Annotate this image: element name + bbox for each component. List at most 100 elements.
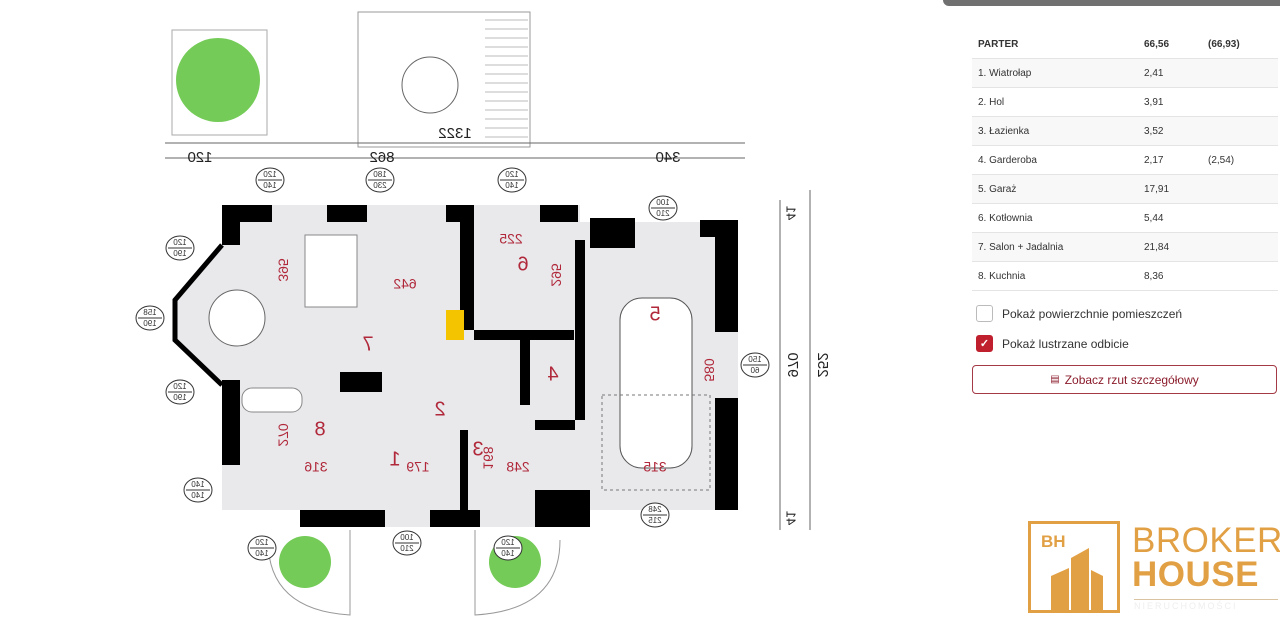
opening-height: 215	[648, 516, 662, 525]
dimension-label: 248	[506, 459, 530, 475]
logo-mark-text: BH	[1041, 532, 1066, 551]
wall	[446, 205, 460, 222]
room-number: 2	[434, 398, 445, 420]
room-area: 3,91	[1138, 87, 1202, 117]
logo-building-mark: BH	[1028, 521, 1120, 613]
opening-width: 100	[400, 533, 414, 542]
opening-width: 120	[505, 170, 519, 179]
steps-outline	[474, 530, 561, 616]
broker-house-logo: BH BROKER HOUSE NIERUCHOMOŚCI	[1026, 519, 1280, 619]
opening-width: 158	[143, 308, 157, 317]
dimension-label: 642	[393, 276, 417, 292]
logo-tagline: NIERUCHOMOŚCI	[1134, 599, 1278, 611]
room-number: 1	[389, 448, 400, 470]
opening-height: 140	[263, 181, 277, 190]
dimension-label: 340	[655, 149, 680, 166]
bush-icon	[279, 536, 331, 588]
wall	[300, 510, 385, 527]
room-area: 2,41	[1138, 58, 1202, 88]
dimension-label: 580	[701, 358, 717, 382]
wall	[327, 205, 367, 222]
room-name: 5. Garaż	[972, 174, 1138, 204]
opening-width: 100	[656, 198, 670, 207]
floor-area: 66,56	[1138, 30, 1202, 59]
checkbox-checked-icon[interactable]: ✓	[976, 335, 993, 352]
room-area-alt	[1202, 261, 1278, 291]
opening-width: 120	[501, 538, 515, 547]
wall	[535, 490, 590, 527]
sofa	[304, 234, 358, 308]
opening-height: 210	[400, 544, 414, 553]
car-icon	[619, 297, 693, 469]
floor-name: PARTER	[972, 30, 1138, 59]
panel-top-bar	[943, 0, 1280, 6]
show-mirror-checkbox[interactable]: ✓ Pokaż lustrzane odbicie	[976, 335, 1129, 352]
opening-width: 120	[173, 238, 187, 247]
room-number: 3	[472, 438, 483, 460]
dimension-label: 41	[784, 511, 799, 525]
room-area: 3,52	[1138, 116, 1202, 146]
terrace-table	[401, 56, 459, 114]
opening-width: 248	[648, 505, 662, 514]
building-icon	[1051, 548, 1103, 610]
wall	[715, 220, 738, 332]
detailed-plan-button[interactable]: ▤ Zobacz rzut szczegółowy	[972, 365, 1277, 394]
wall	[222, 380, 240, 465]
wall	[715, 398, 738, 510]
room-area-alt	[1202, 203, 1278, 233]
dimension-label: 252	[814, 352, 831, 377]
wall	[340, 372, 382, 392]
checkbox-unchecked-icon[interactable]	[976, 305, 993, 322]
room-name: 4. Garderoba	[972, 145, 1138, 175]
wall	[590, 218, 635, 248]
opening-height: 210	[656, 209, 670, 218]
wall	[460, 430, 468, 515]
logo-word-house: HOUSE	[1132, 555, 1259, 594]
opening-height: 140	[505, 181, 519, 190]
opening-height: 140	[191, 491, 205, 500]
logo-word-broker: BROKER	[1132, 521, 1280, 560]
dimension-label: 295	[548, 263, 564, 287]
room-name: 2. Hol	[972, 87, 1138, 117]
room-area-alt	[1202, 232, 1278, 262]
dimension-label: 270	[275, 423, 291, 447]
dimension-label: 316	[304, 459, 328, 475]
dimension-label: 179	[406, 459, 430, 475]
room-area-alt	[1202, 174, 1278, 204]
wall	[430, 510, 480, 527]
floor-area-alt: (66,93)	[1202, 30, 1278, 59]
room-name: 1. Wiatrołap	[972, 58, 1138, 88]
opening-height: 190	[173, 249, 187, 258]
dining-table	[208, 289, 266, 347]
room-number: 7	[362, 333, 373, 355]
kitchen-bar	[241, 387, 303, 413]
opening-height: 190	[143, 319, 157, 328]
room-name: 7. Salon + Jadalnia	[972, 232, 1138, 262]
opening-width: 120	[255, 538, 269, 547]
opening-width: 120	[263, 170, 277, 179]
floorplan-icon: ▤	[1050, 374, 1060, 385]
show-room-areas-checkbox[interactable]: Pokaż powierzchnie pomieszczeń	[976, 305, 1182, 322]
dimension-label: 41	[784, 206, 799, 220]
opening-width: 120	[173, 382, 187, 391]
opening-height: 230	[373, 181, 387, 190]
dimension-label: 970	[784, 352, 801, 377]
room-number: 8	[314, 418, 325, 440]
room-area-alt	[1202, 87, 1278, 117]
detailed-plan-button-label: Zobacz rzut szczegółowy	[1064, 372, 1199, 387]
checkbox-label: Pokaż powierzchnie pomieszczeń	[1002, 306, 1183, 321]
dimension-label: 168	[480, 446, 496, 470]
wall	[575, 240, 585, 420]
dimension-label: 862	[369, 149, 394, 166]
room-area: 17,91	[1138, 174, 1202, 204]
room-name: 6. Kotłownia	[972, 203, 1138, 233]
room-area: 5,44	[1138, 203, 1202, 233]
